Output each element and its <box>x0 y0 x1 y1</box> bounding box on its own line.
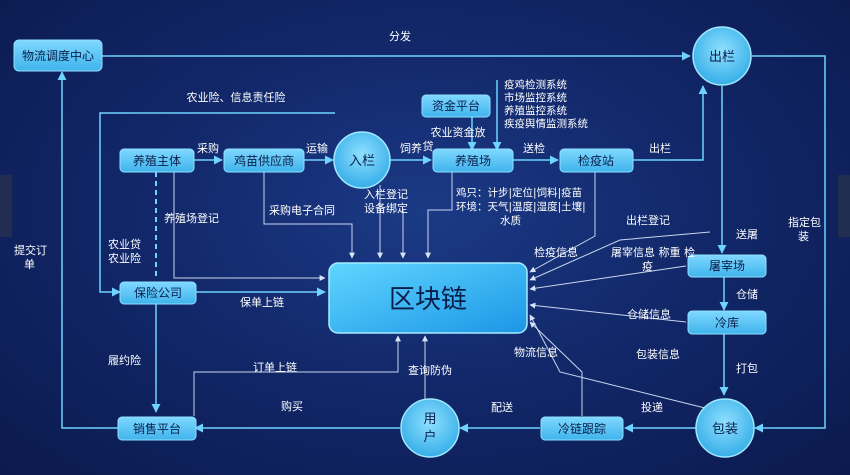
node-sales-platform: 销售平台 <box>117 416 197 441</box>
left-side-tab <box>0 175 12 237</box>
edge-quarantine-info <box>529 172 596 273</box>
label-monitor-1: 疫鸡检测系统 <box>504 78 567 91</box>
label-distribute: 分发 <box>389 29 411 43</box>
node-cold-chain-tracking: 冷链跟踪 <box>540 416 624 441</box>
label-farm-data-1: 鸡只：计步|定位|饲料|疫苗 <box>456 186 582 199</box>
edge-out-pen <box>633 85 708 161</box>
node-fund-platform: 资金平台 <box>421 94 491 118</box>
edge-labels: 分发 农业险、信息责任险 采购 运输 饲养 送检 出栏 农业资金放 贷 疫鸡检测… <box>14 29 821 414</box>
node-breeder-label: 养殖主体 <box>133 153 181 168</box>
label-designated-pack-2: 装 <box>798 230 809 243</box>
label-slaughter-edge: 送屠 <box>736 227 758 241</box>
node-user: 用 户 <box>400 398 460 458</box>
edge-farm-data <box>425 172 453 259</box>
node-farm-label: 养殖场 <box>455 153 491 168</box>
label-send-inspection: 送检 <box>523 141 545 155</box>
edge-agri-insurance <box>99 112 335 297</box>
label-order-chain: 订单上链 <box>253 360 297 374</box>
label-buy: 购买 <box>281 399 303 413</box>
edge-breeding-registration <box>173 172 326 281</box>
node-quarantine-station: 检疫站 <box>559 148 634 173</box>
label-query-anticounterfeit: 查询防伪 <box>408 363 452 377</box>
label-policy-chain: 保单上链 <box>240 295 284 309</box>
node-logistics-center-label: 物流调度中心 <box>22 48 94 63</box>
edge-storage-info <box>529 302 687 323</box>
node-insurance-company: 保险公司 <box>119 281 197 305</box>
node-out-pen-label: 出栏 <box>709 50 735 65</box>
label-into-pen-reg-1: 入栏登记 <box>364 187 408 201</box>
node-cold-storage: 冷库 <box>687 310 767 335</box>
node-farm: 养殖场 <box>432 148 514 173</box>
node-cold-chain-tracking-label: 冷链跟踪 <box>558 421 606 436</box>
edge-pack-info <box>529 314 706 409</box>
edge-submit-order <box>57 71 118 429</box>
node-out-pen: 出栏 <box>692 26 752 86</box>
label-out-pen-edge: 出栏 <box>649 141 671 155</box>
node-logistics-center: 物流调度中心 <box>13 39 103 72</box>
label-slaughter-info-2: 疫 <box>642 259 653 273</box>
node-blockchain: 区块链 <box>328 262 528 334</box>
node-blockchain-label: 区块链 <box>389 285 467 315</box>
right-side-tab <box>838 175 850 237</box>
node-fund-platform-label: 资金平台 <box>432 98 480 113</box>
label-out-pen-reg: 出栏登记 <box>626 213 670 227</box>
label-farm-data-2: 环境：天气|温度|湿度|土壤| <box>456 200 586 213</box>
label-fund-loan-2: 贷 <box>423 139 434 153</box>
node-user-label-1: 用 <box>423 412 436 427</box>
node-packaging: 包装 <box>695 398 755 458</box>
label-slaughter-info-1: 屠宰信息 称重 检 <box>611 245 695 259</box>
node-quarantine-station-label: 检疫站 <box>578 153 614 168</box>
node-into-pen-label: 入栏 <box>349 154 375 169</box>
label-dispatch: 投递 <box>641 400 663 414</box>
label-submit-order-1: 提交订 <box>14 243 47 257</box>
label-logistics-info: 物流信息 <box>514 345 558 359</box>
label-feed: 饲养 <box>400 141 422 155</box>
edge-purchase-contract <box>263 172 355 259</box>
node-user-label-2: 户 <box>423 429 436 445</box>
label-farm-data-3: 水质 <box>500 215 521 227</box>
label-purchase-contract: 采购电子合同 <box>269 203 335 217</box>
node-insurance-company-label: 保险公司 <box>134 285 182 300</box>
edge-out-pen-reg <box>529 231 711 281</box>
node-packaging-label: 包装 <box>712 422 738 437</box>
label-agri-insurance: 农业险、信息责任险 <box>187 90 286 104</box>
node-chick-supplier: 鸡苗供应商 <box>223 148 305 173</box>
label-quarantine-info: 检疫信息 <box>534 245 578 259</box>
label-pack-info: 包装信息 <box>636 347 680 361</box>
label-breeding-registration: 养殖场登记 <box>164 211 219 225</box>
node-chick-supplier-label: 鸡苗供应商 <box>234 153 294 168</box>
node-slaughterhouse-label: 屠宰场 <box>709 258 745 273</box>
node-sales-platform-label: 销售平台 <box>133 421 181 436</box>
edge-logistics-info <box>529 321 583 416</box>
node-cold-storage-label: 冷库 <box>715 315 739 330</box>
label-pack: 打包 <box>736 361 758 375</box>
label-agri-loan-2: 农业险 <box>108 251 141 265</box>
node-into-pen: 入栏 <box>333 131 391 189</box>
label-monitor-4: 疾疫舆情监测系统 <box>504 117 588 130</box>
label-submit-order-2: 单 <box>24 258 35 271</box>
node-breeder: 养殖主体 <box>119 148 195 173</box>
label-purchase: 采购 <box>197 141 219 155</box>
label-agri-loan-1: 农业贷 <box>108 237 141 251</box>
edge-slaughter-info <box>529 265 687 292</box>
label-into-pen-reg-2: 设备绑定 <box>364 201 408 215</box>
label-storage-info: 仓储信息 <box>627 307 671 321</box>
edge-order-chain <box>193 335 401 416</box>
label-monitor-3: 养殖监控系统 <box>504 104 567 117</box>
node-slaughterhouse: 屠宰场 <box>687 254 767 278</box>
label-deliver: 配送 <box>491 400 513 414</box>
label-transport: 运输 <box>306 141 328 155</box>
edge-designated-pack <box>752 55 826 433</box>
label-monitor-2: 市场监控系统 <box>504 91 567 104</box>
edges <box>57 51 826 433</box>
label-performance-insurance: 履约险 <box>108 353 141 367</box>
label-fund-loan-1: 农业资金放 <box>431 125 486 139</box>
label-storage: 仓储 <box>736 287 758 301</box>
label-designated-pack-1: 指定包 <box>788 215 821 229</box>
